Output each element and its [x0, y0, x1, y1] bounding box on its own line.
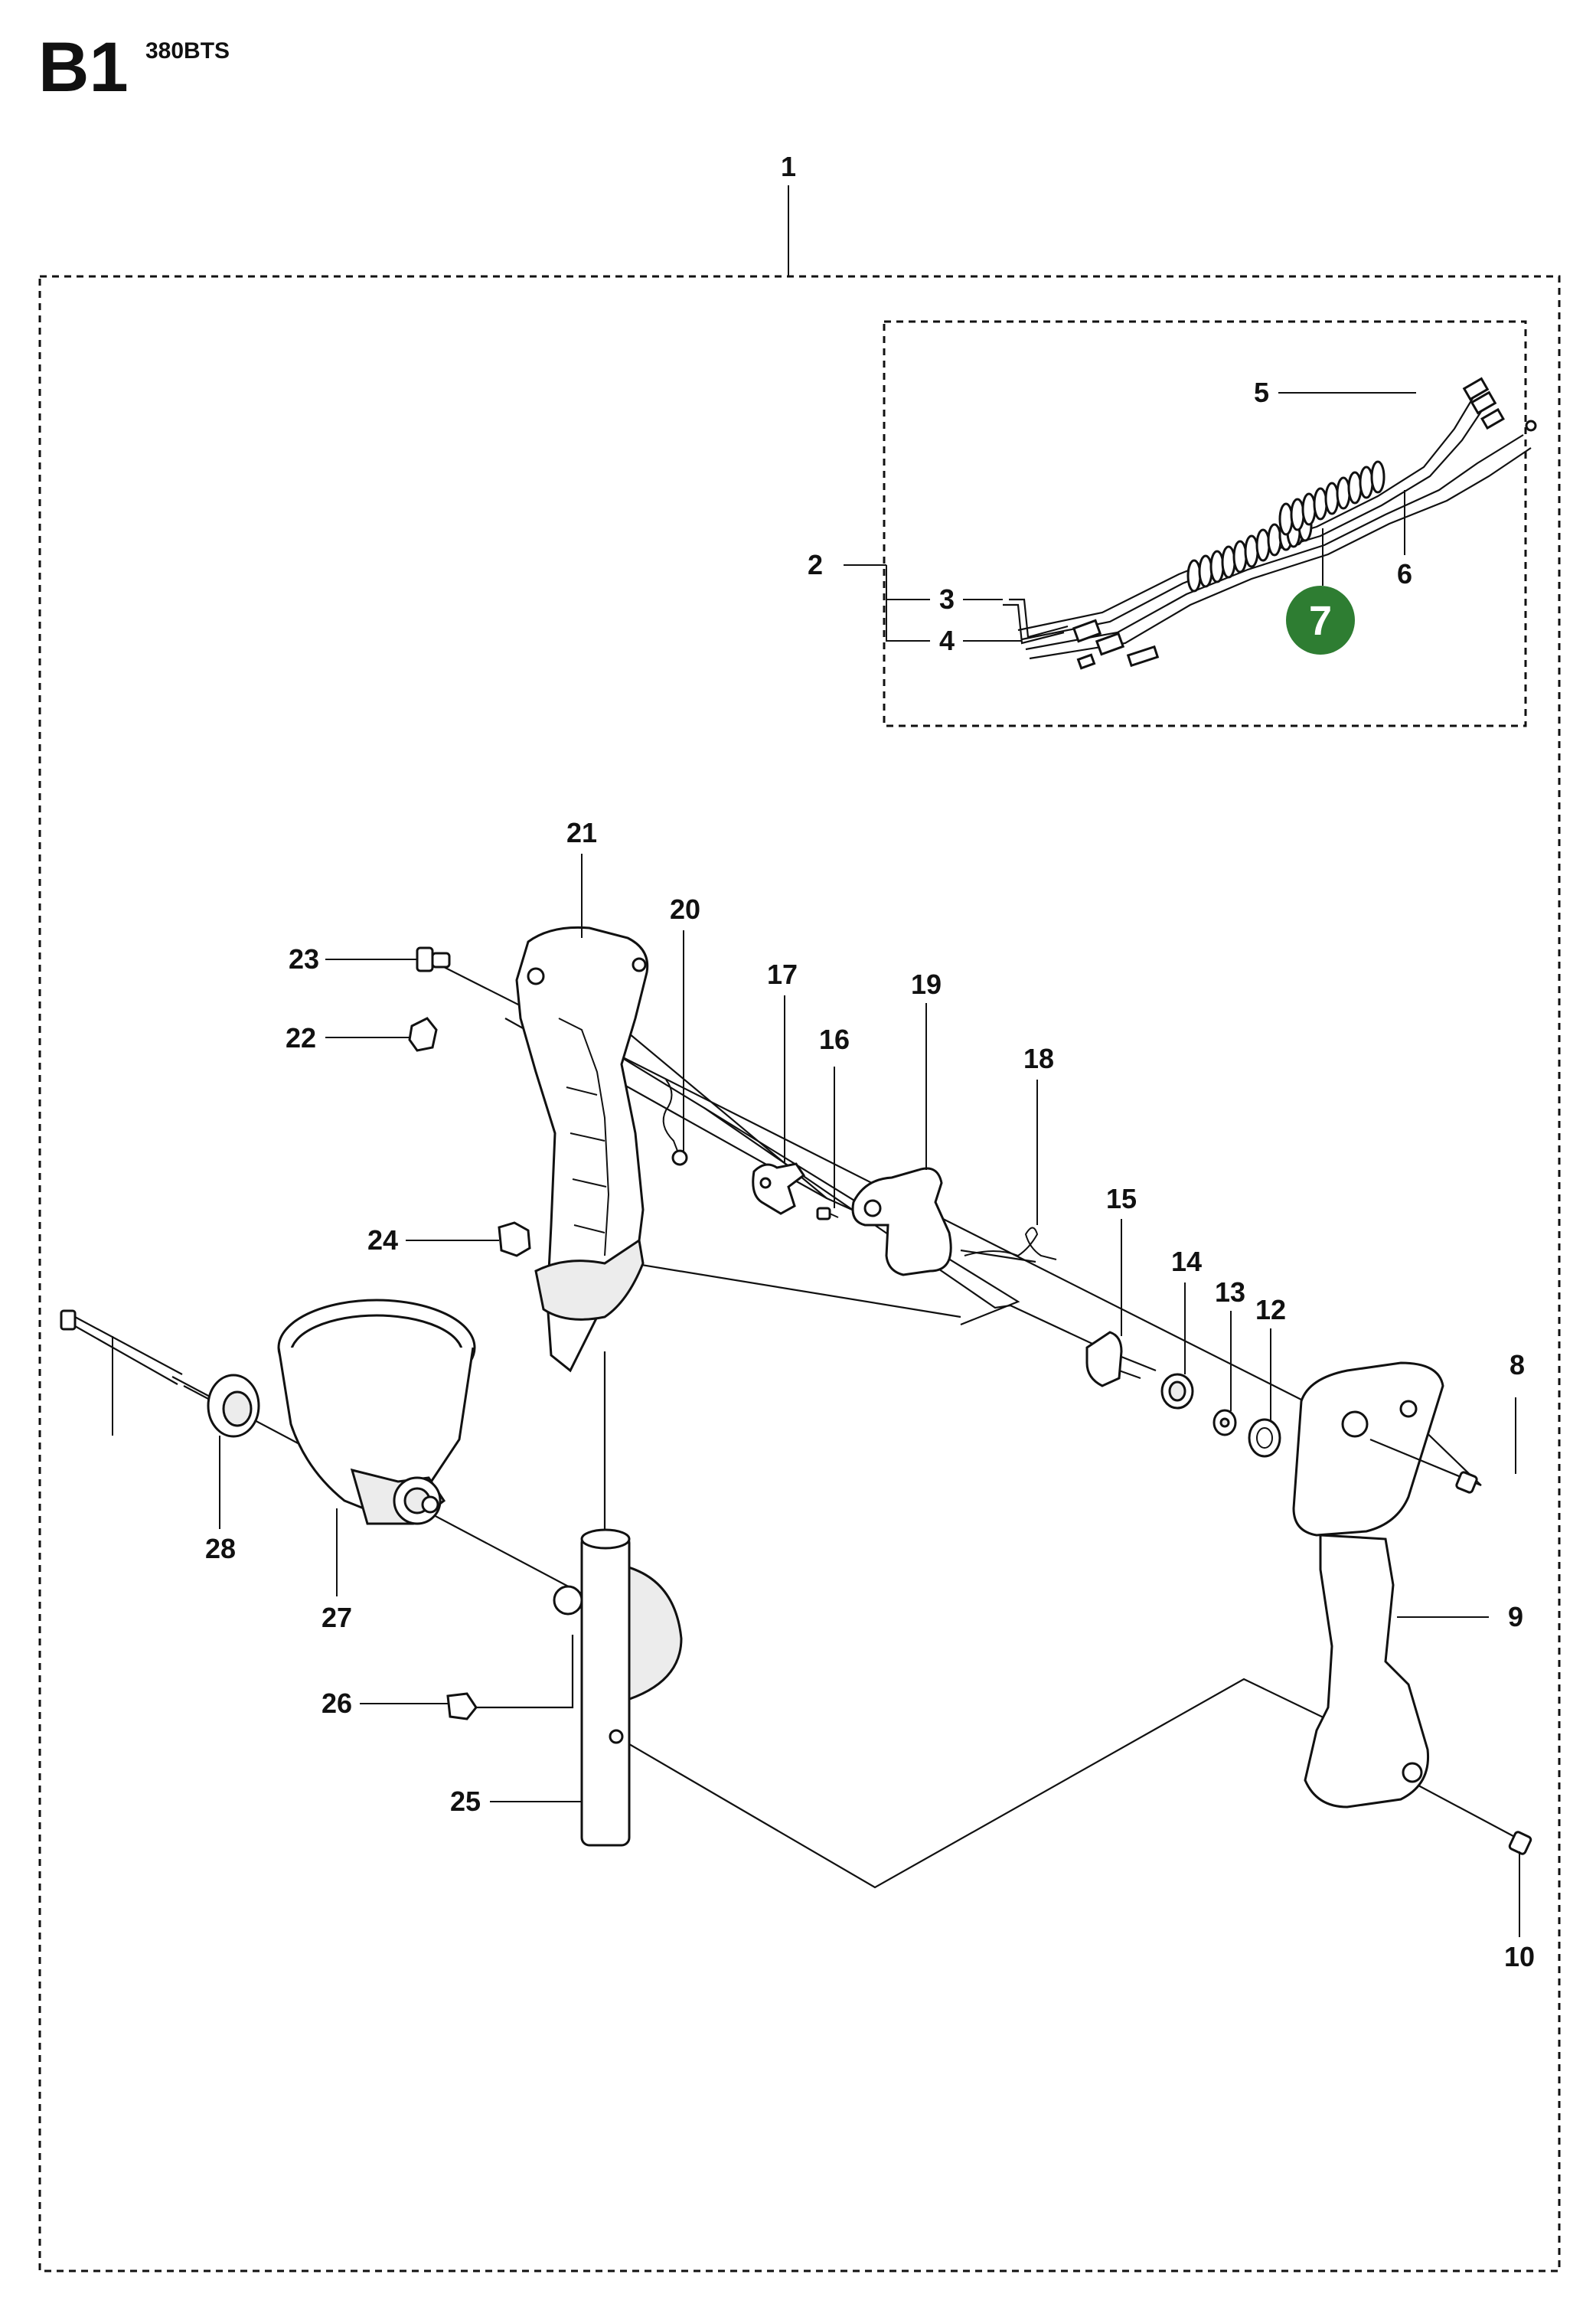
callout-17: 18 [1023, 1043, 1054, 1074]
part-20-handle-housing [515, 926, 649, 1373]
part-27-knob [207, 1374, 260, 1438]
part-22-screw [416, 946, 451, 972]
part-26-knob [393, 1476, 442, 1525]
part-13-bushing [1160, 1373, 1194, 1410]
callout-4: 4 [939, 625, 955, 656]
callout-8: 8 [1510, 1349, 1525, 1380]
part-25-clip [446, 1692, 478, 1720]
callout-9: 9 [1508, 1601, 1523, 1632]
callout-10: 10 [1504, 1941, 1535, 1972]
callout-3: 3 [939, 583, 955, 615]
callout-25: 26 [321, 1688, 352, 1719]
part-17-spring-wire [964, 1227, 1057, 1260]
callout-16: 17 [767, 959, 798, 990]
part-15-screw [816, 1207, 839, 1220]
part-23-nut [498, 1221, 531, 1257]
part-11-lock-washer [1248, 1418, 1281, 1458]
callout-23: 24 [367, 1224, 398, 1256]
callout-11: 12 [1255, 1294, 1286, 1325]
part-24-tube [553, 1528, 683, 1847]
callout-21: 22 [286, 1022, 316, 1054]
callout-24: 25 [450, 1786, 481, 1817]
part-9-handle-grip [1292, 1361, 1444, 1809]
model-name: 380BTS [145, 38, 230, 64]
callout-20: 21 [566, 817, 597, 848]
callout-7: 7 [1309, 598, 1332, 644]
page-code: B1 [38, 28, 129, 106]
part-28-long-bolt [60, 1309, 183, 1385]
part-26-clamp [277, 1299, 476, 1525]
part-18-throttle-trigger [851, 1167, 952, 1276]
assembly-frame-wiring [883, 320, 1527, 727]
part-14-switch [1085, 1331, 1141, 1387]
callout-22: 23 [289, 943, 319, 975]
callout-13: 14 [1171, 1246, 1202, 1277]
callout-12: 13 [1215, 1276, 1245, 1308]
part-10-screw [1508, 1831, 1532, 1855]
assembly-frame-outer [38, 275, 1561, 2272]
part-8-screw [1369, 1438, 1482, 1494]
callout-27: 28 [205, 1533, 236, 1564]
callout-19: 20 [670, 894, 700, 925]
highlight-badge-7: 7 [1286, 586, 1355, 655]
wiring-harness [886, 377, 1537, 670]
callout-14: 15 [1106, 1183, 1137, 1214]
callout-2: 2 [808, 549, 823, 580]
part-16-lever [752, 1162, 806, 1215]
part-19-spring [662, 1079, 688, 1166]
callout-18: 19 [911, 969, 942, 1000]
callout-5: 5 [1254, 377, 1269, 408]
callout-15: 16 [819, 1024, 850, 1055]
callout-1: 1 [781, 151, 796, 182]
callout-26: 27 [321, 1602, 352, 1633]
callout-6: 6 [1397, 558, 1412, 590]
part-21-nut [408, 1017, 438, 1052]
part-12-washer [1213, 1409, 1237, 1436]
